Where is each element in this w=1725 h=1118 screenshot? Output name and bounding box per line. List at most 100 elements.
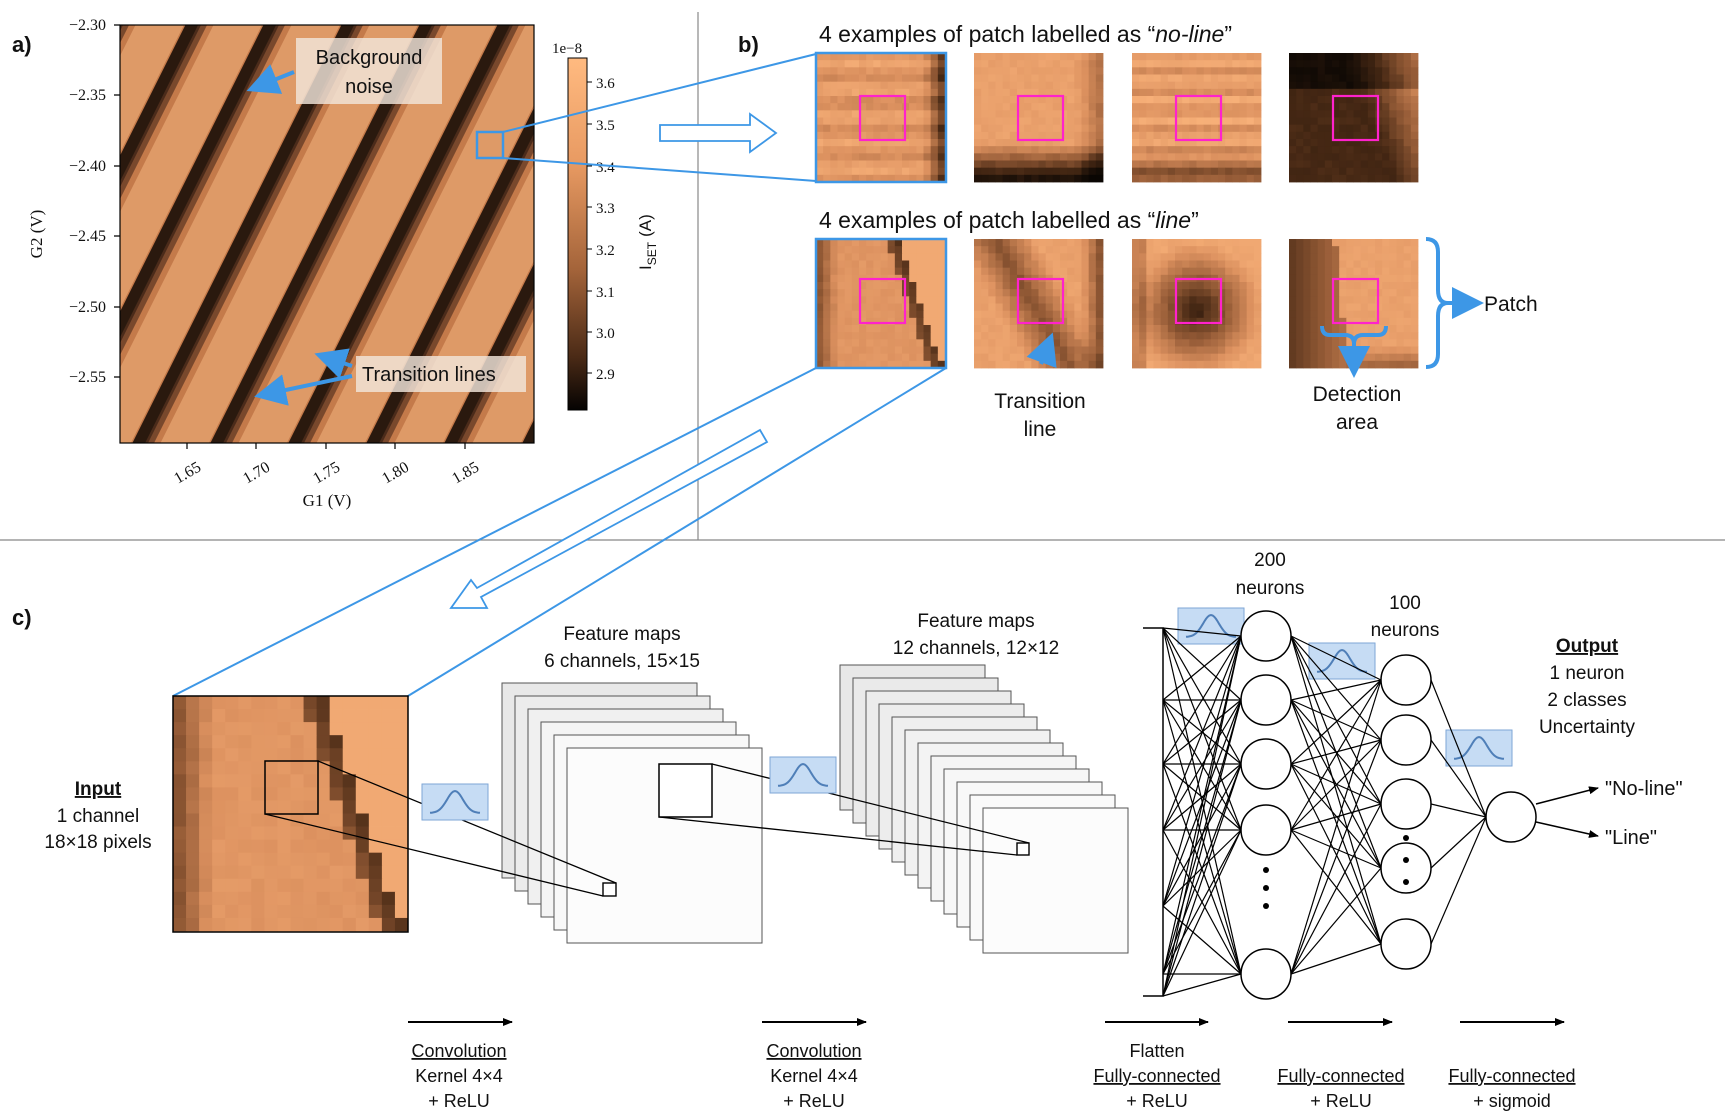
svg-text:ISET(A): ISET(A) bbox=[636, 214, 659, 270]
patch-pixel bbox=[873, 325, 881, 333]
patch-pixel bbox=[1002, 267, 1011, 276]
patch-pixel bbox=[1052, 160, 1061, 169]
patch-pixel bbox=[1038, 131, 1047, 140]
x-tick-label: 1.75 bbox=[310, 459, 343, 488]
patch-pixel bbox=[1060, 339, 1068, 347]
patch-pixel bbox=[1210, 139, 1219, 147]
patch-pixel bbox=[981, 282, 989, 290]
patch-pixel bbox=[212, 904, 226, 919]
patch-pixel bbox=[1353, 67, 1362, 75]
patch-pixel bbox=[902, 246, 910, 254]
patch-pixel bbox=[173, 904, 187, 919]
patch-pixel bbox=[1253, 274, 1262, 283]
patch-pixel bbox=[1389, 167, 1397, 176]
patch-pixel bbox=[1353, 96, 1362, 104]
y-tick-label: −2.30 bbox=[69, 17, 106, 34]
patch-pixel bbox=[1303, 103, 1311, 111]
patch-pixel bbox=[1232, 303, 1240, 312]
patch-pixel bbox=[909, 246, 917, 254]
patch-pixel bbox=[1389, 117, 1397, 126]
patch-pixel bbox=[1160, 146, 1169, 154]
patch-pixel bbox=[1095, 289, 1104, 297]
patch-pixel bbox=[173, 774, 187, 788]
patch-pixel bbox=[937, 60, 946, 68]
patch-pixel bbox=[1167, 110, 1176, 118]
patch-pixel bbox=[186, 826, 200, 841]
patch-pixel bbox=[1017, 81, 1025, 90]
patch-pixel bbox=[1253, 260, 1262, 269]
colorbar: 1e−8 3.6 3.5 3.4 3.3 3.2 3.1 3.0 2.9 ISE… bbox=[552, 41, 659, 411]
y-tick-label: −2.45 bbox=[69, 228, 106, 245]
patch-pixel bbox=[937, 167, 946, 176]
patch-pixel bbox=[851, 88, 860, 97]
patch-pixel bbox=[988, 131, 996, 140]
patch-pixel bbox=[894, 253, 903, 261]
patch-pixel bbox=[859, 81, 867, 90]
patch-pixel bbox=[1339, 74, 1347, 83]
step2-line3: + ReLU bbox=[783, 1091, 845, 1111]
patch-pixel bbox=[225, 839, 239, 854]
patch-pixel bbox=[930, 339, 939, 347]
patch-pixel bbox=[909, 346, 917, 355]
patch-pixel bbox=[1139, 103, 1147, 111]
patch-pixel bbox=[251, 878, 265, 893]
patch-pixel bbox=[251, 917, 265, 932]
patch-pixel bbox=[1132, 260, 1140, 269]
patch-pixel bbox=[381, 748, 396, 762]
patch-pixel bbox=[1296, 160, 1304, 169]
patch-pixel bbox=[1095, 339, 1104, 347]
patch-pixel bbox=[995, 103, 1004, 111]
patch-pixel bbox=[1339, 253, 1347, 261]
patch-pixel bbox=[1389, 289, 1397, 297]
patch-pixel bbox=[1253, 60, 1262, 68]
patch-pixel bbox=[1410, 103, 1419, 111]
patch-pixel bbox=[894, 303, 903, 312]
patch-pixel bbox=[995, 131, 1004, 140]
patch-pixel bbox=[1017, 146, 1025, 154]
patch-pixel bbox=[1160, 317, 1169, 326]
patch-pixel bbox=[1038, 167, 1047, 176]
patch-pixel bbox=[1360, 346, 1369, 355]
patch-pixel bbox=[1045, 74, 1054, 83]
patch-pixel bbox=[1160, 81, 1169, 90]
patch-pixel bbox=[988, 253, 996, 261]
patch-pixel bbox=[1067, 88, 1075, 97]
patch-pixel bbox=[873, 160, 881, 169]
patch-pixel bbox=[1067, 167, 1075, 176]
patch-pixel bbox=[916, 88, 924, 97]
patch-pixel bbox=[1303, 317, 1311, 326]
patch-pixel bbox=[823, 88, 831, 97]
patch-pixel bbox=[1074, 253, 1082, 261]
patch-pixel bbox=[1303, 296, 1311, 304]
hollow-arrow-down bbox=[449, 428, 769, 609]
patch-pixel bbox=[1002, 282, 1011, 290]
patch-pixel bbox=[981, 167, 989, 176]
patch-pixel bbox=[1132, 346, 1140, 355]
patch-pixel bbox=[1218, 139, 1226, 147]
patch-pixel bbox=[1146, 110, 1154, 118]
class-noline: "No-line" bbox=[1605, 778, 1683, 800]
fm1-title: Feature maps bbox=[563, 624, 680, 645]
patch-pixel bbox=[342, 761, 357, 775]
patch-pixel bbox=[1225, 167, 1233, 176]
patch-pixel bbox=[1218, 339, 1226, 347]
conv-projection-2 bbox=[658, 763, 1030, 856]
patch-pixel bbox=[1367, 303, 1376, 312]
patch-pixel bbox=[816, 110, 824, 118]
patch-pixel bbox=[1289, 317, 1297, 326]
patch-pixel bbox=[1332, 303, 1340, 312]
patch-pixel bbox=[902, 332, 910, 340]
patch-pixel bbox=[1232, 325, 1240, 333]
patch-pixel bbox=[238, 800, 252, 814]
patch-pixel bbox=[830, 289, 838, 297]
patch-pixel bbox=[186, 696, 200, 710]
connection bbox=[1290, 867, 1382, 975]
patch-pixel bbox=[1396, 260, 1405, 269]
patch-pixel bbox=[1139, 139, 1147, 147]
patch-pixel bbox=[1396, 146, 1405, 154]
patch-pixel bbox=[1146, 160, 1154, 169]
patch-pixel bbox=[859, 153, 867, 161]
patch-pixel bbox=[1024, 117, 1032, 126]
patch-pixel bbox=[1160, 253, 1169, 261]
patch-pixel bbox=[866, 267, 874, 276]
